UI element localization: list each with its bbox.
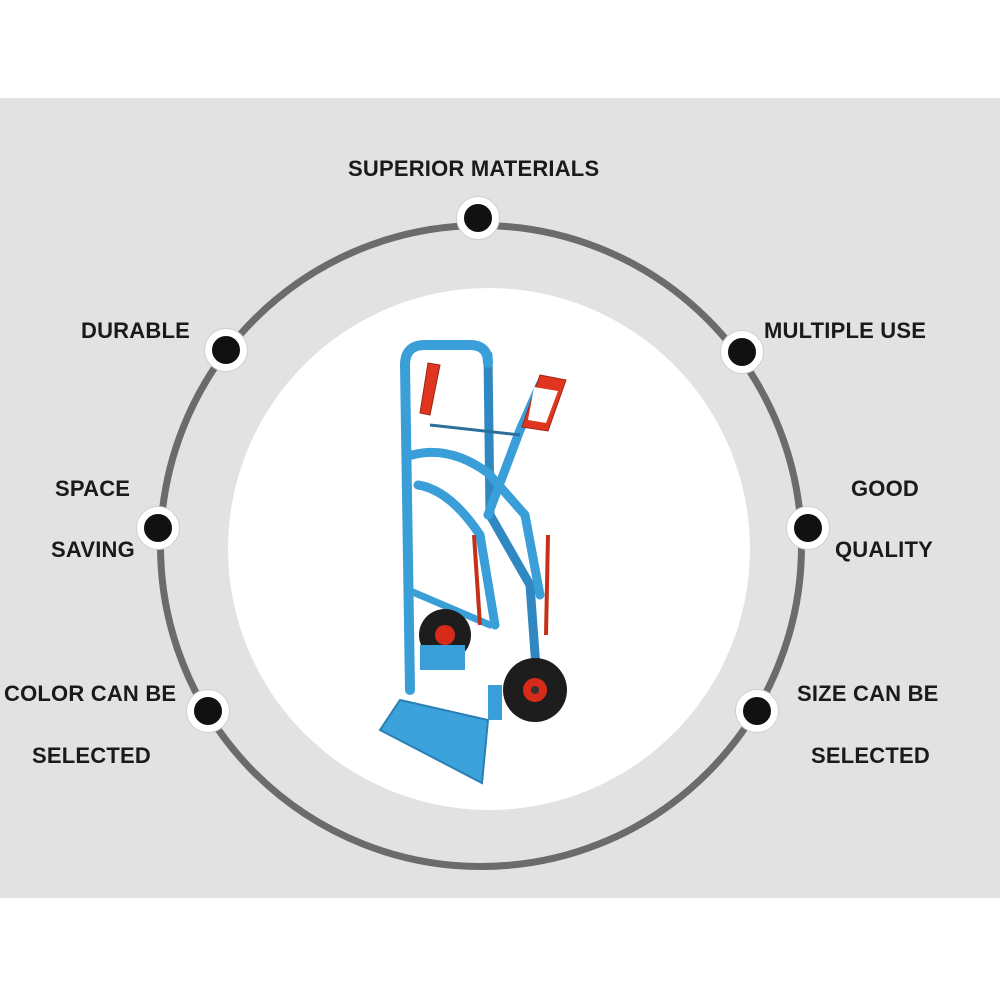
node-size-selected — [736, 690, 778, 732]
label-saving: SAVING — [51, 537, 135, 562]
label-superior-materials: SUPERIOR MATERIALS — [348, 156, 600, 181]
label-color-selected: SELECTED — [32, 743, 151, 768]
node-space-saving — [137, 507, 179, 549]
node-durable — [205, 329, 247, 371]
label-good: GOOD — [851, 476, 920, 501]
label-size-selected: SELECTED — [811, 743, 930, 768]
node-color-selected — [187, 690, 229, 732]
node-multiple-use — [721, 331, 763, 373]
label-size-can-be: SIZE CAN BE — [797, 681, 939, 706]
hand-trolley-image — [378, 340, 567, 785]
label-space: SPACE — [55, 476, 131, 501]
node-good-quality — [787, 507, 829, 549]
node-superior-materials — [457, 197, 499, 239]
label-color-can-be: COLOR CAN BE — [4, 681, 177, 706]
label-quality: QUALITY — [835, 537, 933, 562]
label-durable: DURABLE — [81, 318, 190, 343]
label-multiple-use: MULTIPLE USE — [764, 318, 927, 343]
